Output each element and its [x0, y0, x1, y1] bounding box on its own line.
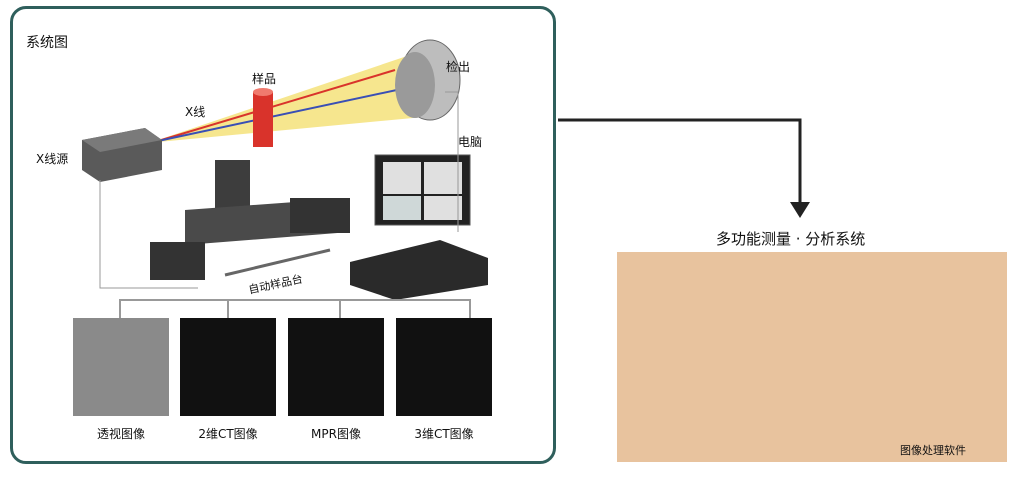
label-xray-source: X线源 — [36, 152, 69, 166]
stage-block-right — [290, 198, 350, 233]
caption-2d-ct: 2维CT图像 — [198, 427, 258, 441]
thumbnail-mpr — [288, 318, 384, 416]
arrow-head — [790, 202, 810, 218]
xray-line-blue — [157, 84, 421, 142]
stage-block-left — [150, 242, 205, 280]
xray-line-red — [157, 69, 396, 142]
arrow-to-software — [558, 118, 802, 205]
software-title: 多功能测量 · 分析系统 — [716, 230, 866, 248]
computer-tower — [350, 240, 488, 300]
panel-title: 系统图 — [26, 35, 68, 51]
software-panel — [617, 252, 1007, 462]
software-caption: 图像处理软件 — [900, 444, 966, 457]
label-sample: 样品 — [252, 72, 277, 86]
connection-source — [99, 180, 198, 289]
detector-face — [395, 52, 435, 118]
caption-radiograph: 透视图像 — [96, 427, 145, 441]
thumbnail-radiograph — [73, 318, 169, 416]
thumbnail-3d-ct — [396, 318, 492, 416]
connection-detector — [445, 91, 459, 232]
label-computer: 电脑 — [458, 135, 483, 149]
caption-mpr: MPR图像 — [311, 427, 361, 441]
connection-bus — [119, 299, 471, 318]
thumbnail-2d-ct — [180, 318, 276, 416]
label-detector: 检出 — [446, 60, 471, 74]
caption-3d-ct: 3维CT图像 — [414, 427, 474, 441]
label-xray: X线 — [185, 105, 206, 119]
sample-cylinder — [253, 92, 273, 147]
